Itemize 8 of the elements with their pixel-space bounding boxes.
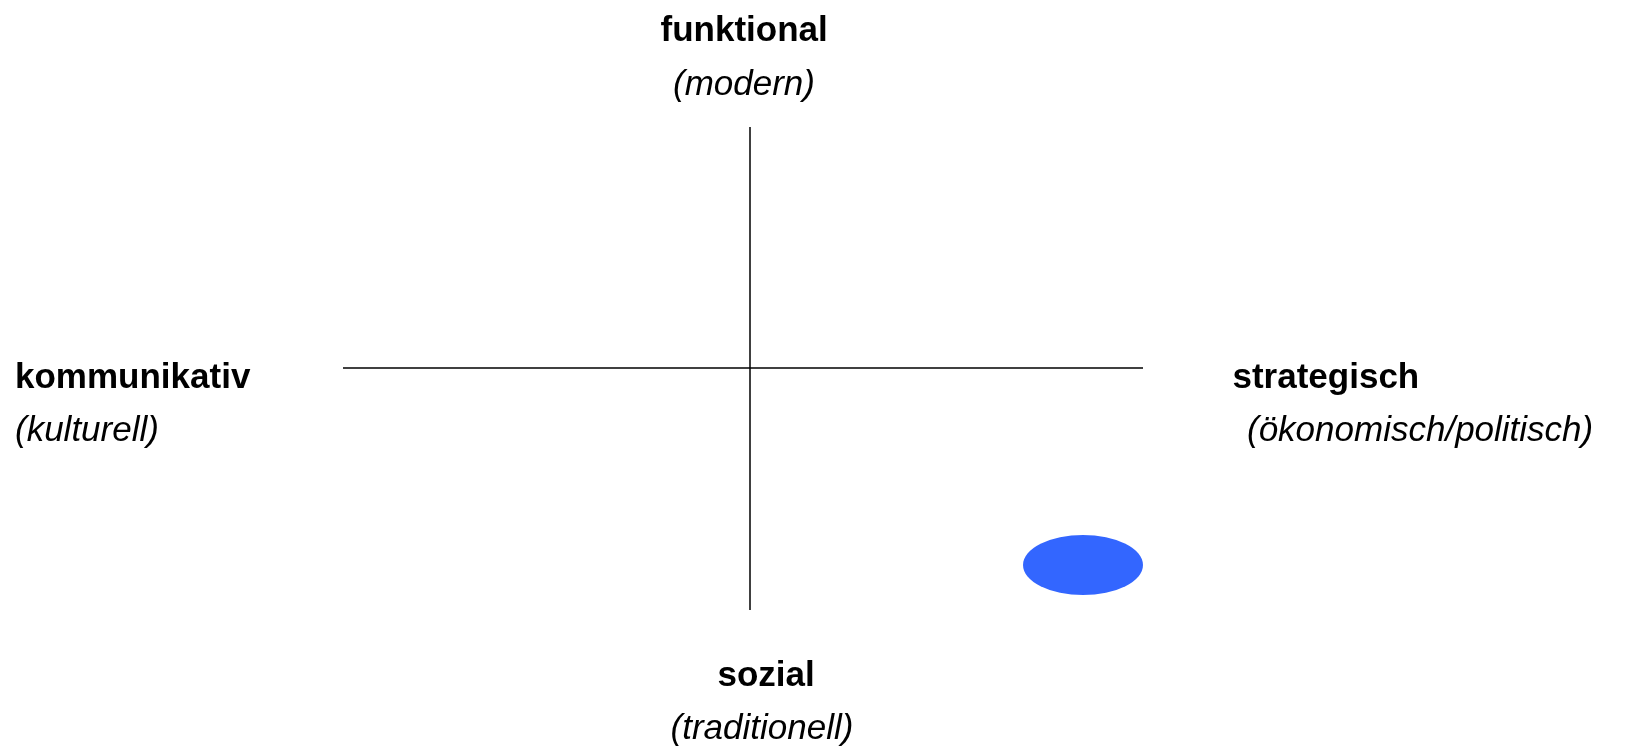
axis-sublabel: (traditionell) xyxy=(670,708,854,744)
axis-label: strategisch xyxy=(1232,357,1420,393)
axis-sublabel: (modern) xyxy=(673,64,815,100)
axis-sublabel: (kulturell) xyxy=(15,410,159,446)
axis-label: funktional xyxy=(660,10,828,46)
axis-sublabel: (ökonomisch/politisch) xyxy=(1247,410,1594,446)
axis-label: sozial xyxy=(717,655,815,691)
axis-label: kommunikativ xyxy=(15,357,251,393)
